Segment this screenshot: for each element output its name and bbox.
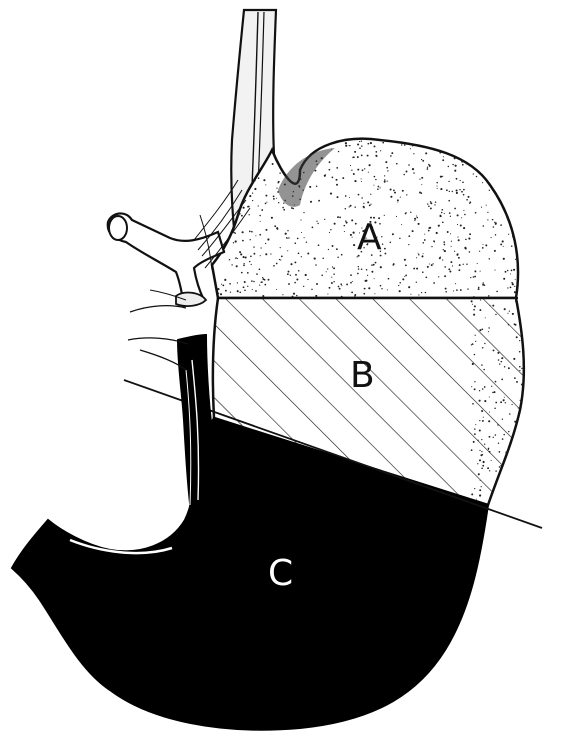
label-region-c: C bbox=[268, 556, 293, 592]
label-region-a: A bbox=[357, 220, 382, 256]
label-region-b: B bbox=[350, 358, 375, 394]
